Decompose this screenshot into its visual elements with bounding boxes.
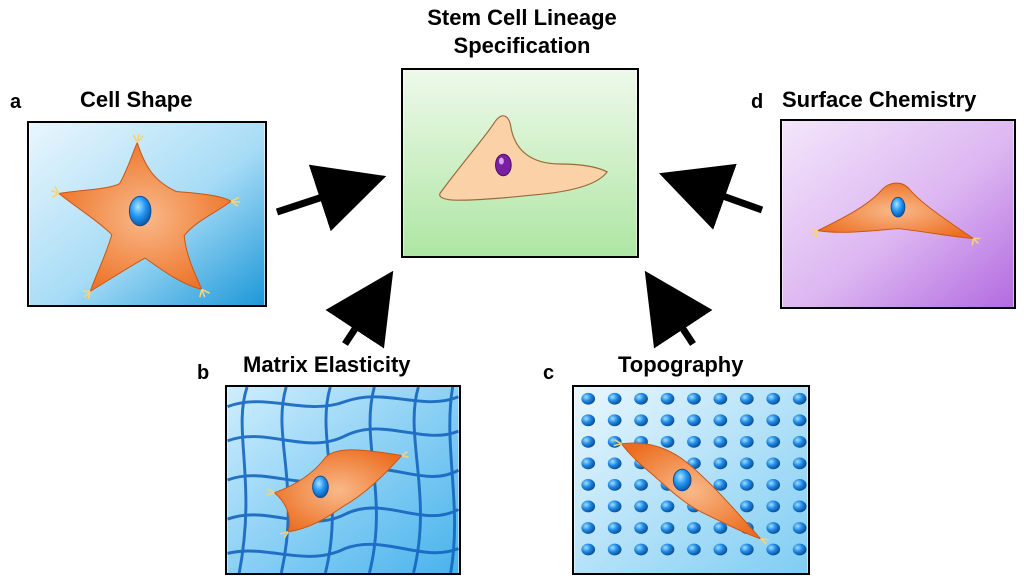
arrow-from-matrix-elasticity bbox=[325, 270, 394, 349]
nanopillar-dot bbox=[792, 543, 807, 556]
nanopillar-dot bbox=[687, 392, 701, 405]
nanopillar-dot bbox=[660, 522, 675, 534]
nanopillar-dot bbox=[766, 414, 781, 427]
nanopillar-dot bbox=[581, 522, 596, 534]
center-panel bbox=[401, 68, 639, 258]
nanopillar-dot bbox=[792, 414, 807, 427]
panel-label-topography: Topography bbox=[618, 352, 744, 377]
fiber-mesh bbox=[227, 387, 459, 573]
center-title-line2: Specification bbox=[453, 33, 591, 58]
nanopillar-dot bbox=[739, 500, 754, 513]
nanopillar-dot bbox=[687, 435, 701, 448]
panel-matrix-elasticity bbox=[225, 385, 461, 575]
nanopillar-dot bbox=[607, 479, 622, 491]
nanopillar-dot bbox=[634, 479, 648, 491]
nanopillar-dot bbox=[687, 414, 701, 427]
nanopillar-dot bbox=[660, 435, 675, 448]
nanopillar-dot bbox=[792, 392, 807, 405]
nanopillar-dot bbox=[581, 414, 596, 427]
nanopillar-dot bbox=[792, 457, 807, 470]
center-panel-illustration bbox=[403, 70, 637, 256]
nanopillar-dot bbox=[581, 392, 596, 405]
nanopillar-dot bbox=[766, 392, 781, 405]
nanopillar-dot bbox=[581, 479, 596, 491]
nanopillar-dot bbox=[634, 522, 648, 534]
nanopillar-dot bbox=[660, 392, 675, 405]
matrix-elasticity-illustration bbox=[227, 387, 459, 573]
nanopillar-dot bbox=[739, 543, 754, 556]
arrow-from-cell-shape bbox=[275, 164, 387, 232]
panel-letter-d: d bbox=[751, 91, 764, 113]
surface-chemistry-nucleus bbox=[890, 196, 906, 218]
arrow-from-surface-chemistry bbox=[659, 163, 764, 230]
nanopillar-dot bbox=[660, 414, 675, 427]
nanopillar-dot bbox=[634, 392, 648, 405]
nanopillar-dot bbox=[687, 522, 701, 534]
nanopillar-dot bbox=[713, 479, 728, 491]
nanopillar-array bbox=[581, 392, 807, 556]
panel-label-cell-shape: Cell Shape bbox=[80, 87, 193, 112]
nanopillar-dot bbox=[634, 543, 648, 556]
nanopillar-dot bbox=[713, 457, 728, 470]
nanopillar-dot bbox=[739, 392, 754, 405]
nanopillar-dot bbox=[792, 435, 807, 448]
panel-cell-shape bbox=[27, 121, 267, 307]
triangular-cell bbox=[273, 449, 403, 533]
panel-letter-c: c bbox=[543, 362, 555, 384]
panel-label-surface-chemistry: Surface Chemistry bbox=[782, 87, 977, 112]
nanopillar-dot bbox=[766, 479, 781, 491]
nanopillar-dot bbox=[766, 435, 781, 448]
nanopillar-dot bbox=[660, 543, 675, 556]
panel-topography bbox=[572, 385, 810, 575]
nanopillar-dot bbox=[660, 500, 675, 513]
nanopillar-dot bbox=[607, 457, 622, 470]
nanopillar-dot bbox=[739, 414, 754, 427]
cell-shape-nucleus bbox=[128, 195, 152, 227]
nanopillar-dot bbox=[713, 392, 728, 405]
center-title: Stem Cell Lineage Specification bbox=[395, 4, 649, 60]
nanopillar-dot bbox=[713, 435, 728, 448]
nanopillar-dot bbox=[792, 522, 807, 534]
nanopillar-dot bbox=[792, 479, 807, 491]
nanopillar-dot bbox=[792, 500, 807, 513]
nanopillar-dot bbox=[607, 414, 622, 427]
nanopillar-dot bbox=[581, 500, 596, 513]
cell-shape-illustration bbox=[29, 123, 265, 305]
nanopillar-dot bbox=[766, 500, 781, 513]
nanopillar-dot bbox=[713, 522, 728, 534]
nanopillar-dot bbox=[634, 414, 648, 427]
nanopillar-dot bbox=[713, 414, 728, 427]
topography-illustration bbox=[574, 387, 808, 573]
surface-chemistry-illustration bbox=[782, 121, 1014, 307]
nanopillar-dot bbox=[766, 522, 781, 534]
center-title-line1: Stem Cell Lineage bbox=[427, 5, 617, 30]
nanopillar-dot bbox=[739, 435, 754, 448]
nanopillar-dot bbox=[739, 479, 754, 491]
topography-nucleus bbox=[672, 468, 692, 492]
nanopillar-dot bbox=[607, 543, 622, 556]
arrow-from-topography bbox=[644, 270, 713, 349]
nanopillar-dot bbox=[581, 543, 596, 556]
nanopillar-dot bbox=[739, 457, 754, 470]
nanopillar-dot bbox=[687, 543, 701, 556]
elongated-cell bbox=[620, 442, 763, 540]
nanopillar-dot bbox=[581, 435, 596, 448]
nanopillar-dot bbox=[581, 457, 596, 470]
panel-surface-chemistry bbox=[780, 119, 1016, 309]
nanopillar-dot bbox=[766, 457, 781, 470]
nanopillar-dot bbox=[607, 522, 622, 534]
panel-label-matrix-elasticity: Matrix Elasticity bbox=[243, 352, 411, 377]
nanopillar-dot bbox=[766, 543, 781, 556]
nanopillar-dot bbox=[634, 500, 648, 513]
panel-letter-b: b bbox=[197, 362, 210, 384]
matrix-elasticity-nucleus bbox=[312, 475, 329, 499]
nanopillar-dot bbox=[607, 500, 622, 513]
panel-letter-a: a bbox=[10, 91, 22, 113]
nanopillar-dot bbox=[713, 543, 728, 556]
center-stem-cell bbox=[439, 115, 609, 201]
center-nucleus bbox=[495, 153, 512, 177]
nanopillar-dot bbox=[607, 392, 622, 405]
